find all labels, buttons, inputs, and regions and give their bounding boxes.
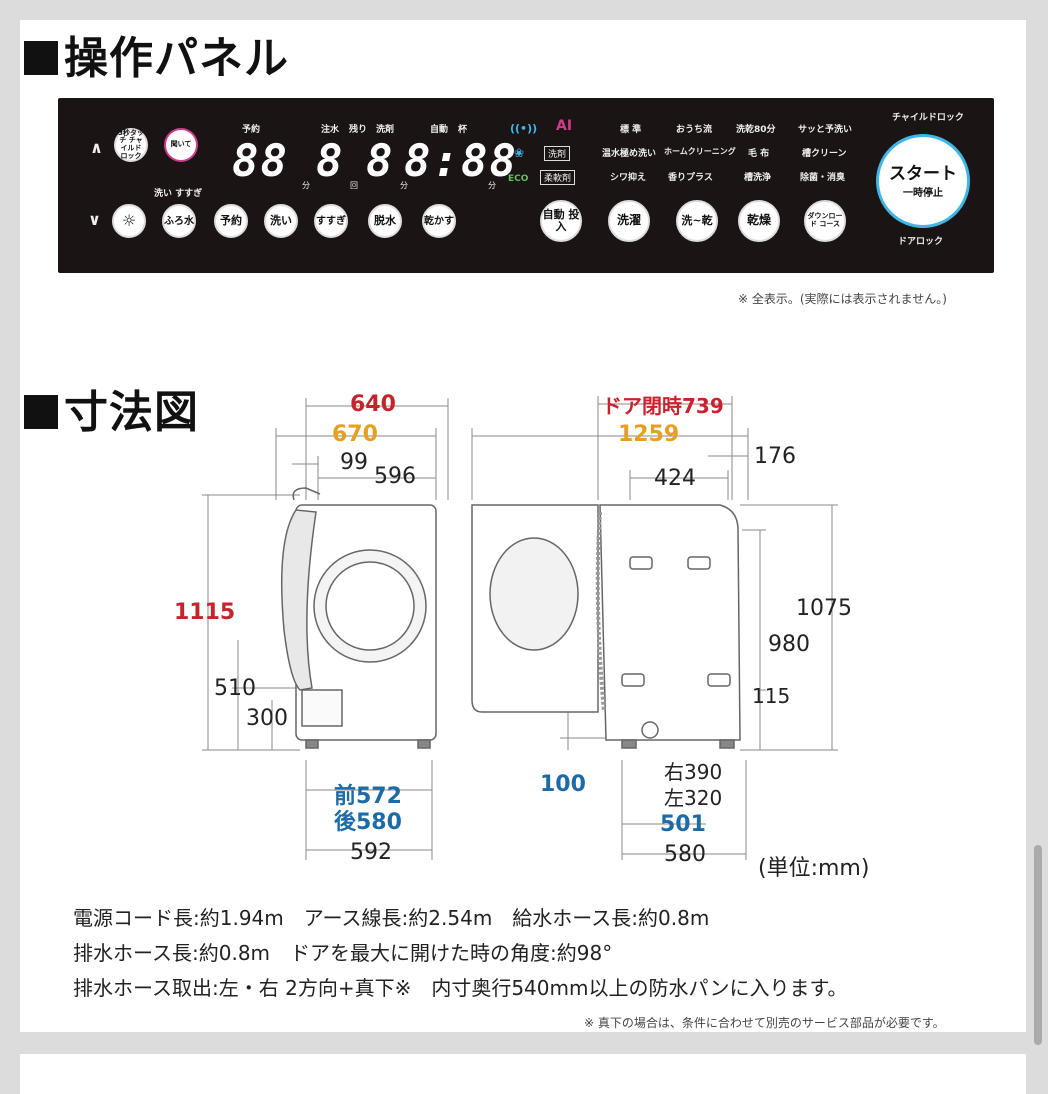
dim-501: 501 [660,812,706,837]
dim-99: 99 [340,450,368,475]
dim-1115: 1115 [174,600,236,625]
furo-button: ふろ水 [162,204,196,238]
dim-640: 640 [350,392,396,417]
kiite-button: 聞いて [164,128,198,162]
dim-424: 424 [654,466,696,491]
dim-back-580: 後580 [334,810,402,835]
dimensions-section-title: 寸法図 [24,376,199,440]
square-bullet-icon [24,41,58,75]
kanso-button: 乾燥 [738,200,780,242]
grape-icon: ❀ [514,146,525,160]
start-button: スタート 一時停止 [876,134,970,228]
yoyaku-label: 予約 [242,125,261,135]
dim-980: 980 [768,632,810,657]
eco-label: ECO [508,174,529,184]
square-bullet-icon [24,395,58,429]
unit-kai: 回 [350,181,358,190]
arai-button: 洗い [264,204,298,238]
light-icon: ☼ [112,204,146,238]
dim-510: 510 [214,676,256,701]
dim-1075: 1075 [796,596,852,621]
panel-title-text: 操作パネル [64,33,289,84]
hai-label: 杯 [458,125,468,135]
dim-left-320: 左320 [664,786,723,810]
unit-fun-3: 分 [488,181,496,190]
dim-580: 580 [664,842,706,867]
susugi-button: すすぎ [314,204,348,238]
spec-line-3: 排水ホース取出:左・右 2方向+真下※ 内寸奥行540mm以上の防水パンに入りま… [73,976,848,1000]
bottom-note: ※ 真下の場合は、条件に合わせて別売のサービス部品が必要です。 [584,1016,945,1030]
course-2-1: 温水極め洗い [602,149,657,159]
chusui-label: 注水 [321,125,340,135]
chevron-down-icon: ∨ [88,210,101,229]
dim-300: 300 [246,706,288,731]
unit-label: (単位:mm) [758,856,870,881]
sen-kan-button: 洗~乾 [676,200,718,242]
yoyaku-button: 予約 [214,204,248,238]
course-1-4: サッと予洗い [798,125,853,135]
spec-line-2: 排水ホース長:約0.8m ドアを最大に開けた時の角度:約98° [73,941,613,965]
course-3-2: 香りプラス [668,173,713,183]
dim-592: 592 [350,840,392,865]
control-panel-image: ∧ ∨ 3秒タッチ チャイルド ロック 聞いて 洗い すすぎ ☼ ふろ水 予約 … [58,98,994,273]
dim-596: 596 [374,464,416,489]
course-3-3: 槽洗浄 [744,173,772,183]
course-2-3: 毛 布 [748,149,770,159]
front-view [281,487,437,749]
arai-susugi-label: 洗い すすぎ [154,189,203,199]
wifi-icon: ((•)) [510,122,538,135]
unit-fun-2: 分 [400,181,408,190]
senzai-label: 洗剤 [376,125,395,135]
course-2-4: 槽クリーン [802,149,847,159]
chevron-up-icon: ∧ [90,138,103,157]
sentaku-button: 洗濯 [608,200,650,242]
side-view [471,504,741,749]
jido-label: 自動 [430,125,449,135]
child-lock-label: チャイルドロック [892,113,964,123]
dassui-button: 脱水 [368,204,402,238]
dimensions-title-text: 寸法図 [64,387,199,438]
dim-115: 115 [752,684,791,708]
child-lock-button: 3秒タッチ チャイルド ロック [114,128,148,162]
download-course-button: ダウンロード コース [804,200,846,242]
spec-line-1: 電源コード長:約1.94m アース線長:約2.54m 給水ホース長:約0.8m [73,906,710,930]
dim-1259: 1259 [618,422,680,447]
panel-section-title: 操作パネル [24,22,289,86]
course-1-2: おうち流 [676,125,713,135]
jido-tonyu-button: 自動 投入 [540,200,582,242]
door-lock-label: ドアロック [898,237,944,247]
dim-front-572: 前572 [334,784,402,809]
course-1-1: 標 準 [620,125,642,135]
pause-label: 一時停止 [903,188,943,199]
start-label: スタート [889,164,957,184]
senzai-tag: 洗剤 [544,146,571,161]
junanzai-tag: 柔軟剤 [540,170,576,185]
course-2-2: ホームクリーニング [664,147,736,156]
dimension-lines [202,396,838,860]
dim-176: 176 [754,444,796,469]
display-digits-3: 8 [366,136,395,187]
display-digits-1: 88 [232,136,289,187]
course-1-3: 洗乾80分 [736,125,776,135]
display-digits-2: 8 [316,136,345,187]
display-note: ※ 全表示。(実際には表示されません。) [738,292,947,306]
course-3-4: 除菌・消臭 [800,173,846,183]
display-digits-4: 8:88 [404,136,518,187]
course-3-1: シワ抑え [610,173,647,183]
scrollbar[interactable] [1034,845,1042,1045]
dim-670: 670 [332,422,378,447]
unit-fun-1: 分 [302,181,310,190]
dim-100: 100 [540,772,586,797]
ai-label: AI [556,118,573,134]
dim-door-739: ドア閉時739 [602,394,724,418]
nokori-label: 残り [349,125,368,135]
kawakasu-button: 乾かす [422,204,456,238]
dim-right-390: 右390 [664,760,723,784]
